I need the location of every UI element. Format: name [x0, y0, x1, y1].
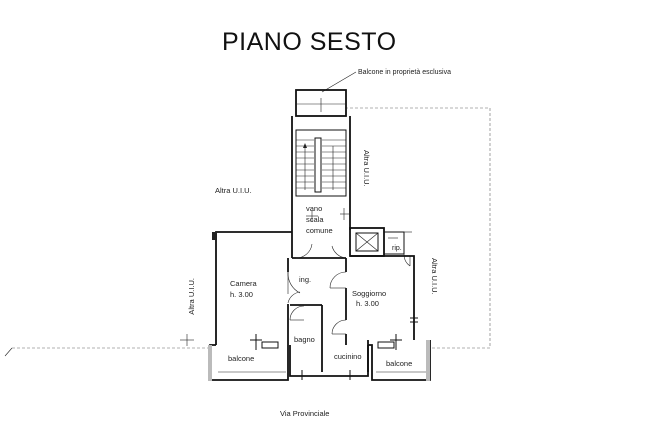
label-altra-uiu-right: Altra U.I.U. [430, 258, 439, 295]
page-title: PIANO SESTO [222, 28, 397, 56]
lift-shaft [349, 227, 412, 267]
balcony-leader-line [321, 71, 357, 93]
label-soggiorno: Soggiorno [352, 289, 386, 298]
label-balcone-right: balcone [386, 359, 412, 368]
label-scala: scala [306, 215, 324, 224]
stairwell [291, 116, 351, 244]
label-camera-height: h. 3.00 [230, 290, 253, 299]
label-altra-uiu-left-mid: Altra U.I.U. [215, 186, 252, 195]
label-soggiorno-height: h. 3.00 [356, 299, 379, 308]
label-comune: comune [306, 226, 333, 235]
label-balcone-proprieta: Balcone in proprietà esclusiva [358, 69, 451, 76]
top-balcony [295, 89, 347, 117]
tick-marks [180, 237, 398, 346]
label-altra-uiu-right-top: Altra U.I.U. [362, 150, 371, 187]
label-cucinino: cucinino [334, 352, 362, 361]
label-ingresso: ing. [299, 275, 311, 284]
label-vano: vano [306, 204, 322, 213]
bottom-balconies [208, 334, 431, 381]
label-bagno: bagno [294, 335, 315, 344]
property-boundary [4, 107, 491, 357]
label-street: Via Provinciale [280, 409, 329, 418]
label-altra-uiu-left: Altra U.I.U. [187, 278, 196, 315]
apartment-walls [212, 231, 418, 372]
label-balcone-left: balcone [228, 354, 254, 363]
label-rip: rip. [392, 245, 402, 252]
label-camera: Camera [230, 279, 258, 288]
